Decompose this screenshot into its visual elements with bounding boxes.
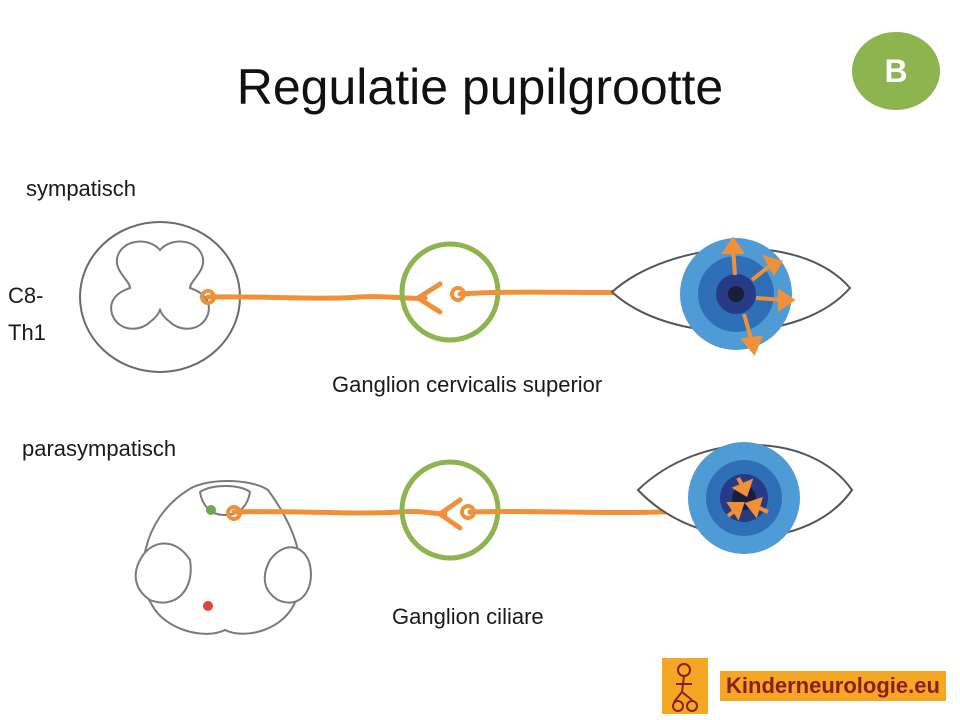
section-badge: B bbox=[852, 32, 940, 110]
logo-figure-icon bbox=[662, 658, 708, 714]
spinal-level-label-bottom: Th1 bbox=[8, 320, 46, 345]
site-logo[interactable]: Kinderneurologie.eu bbox=[662, 658, 946, 714]
spinal-level-label-top: C8- bbox=[8, 283, 44, 308]
parasympathetic-label: parasympatisch bbox=[22, 436, 177, 461]
eye-dilated bbox=[610, 238, 852, 350]
postganglionic-origin-marker bbox=[450, 286, 466, 302]
red-nucleus-marker bbox=[203, 601, 213, 611]
sympathetic-pathway bbox=[205, 294, 428, 301]
para-preganglionic-origin-marker bbox=[226, 505, 242, 521]
para-postganglionic-origin-marker bbox=[460, 504, 476, 520]
synapse-terminal bbox=[413, 281, 443, 315]
para-synapse-terminal bbox=[435, 497, 463, 531]
parasympathetic-pathway bbox=[231, 508, 448, 517]
constriction-arrows bbox=[726, 476, 769, 521]
edinger-westphal-nucleus bbox=[206, 505, 216, 515]
eye-constricted bbox=[636, 442, 854, 554]
sympathetic-label: sympatisch bbox=[26, 176, 137, 201]
logo-text[interactable]: Kinderneurologie.eu bbox=[720, 671, 946, 701]
dilation-arrows bbox=[721, 236, 796, 356]
page-title: Regulatie pupilgrootte bbox=[236, 59, 724, 115]
ganglion-cervical-label: Ganglion cervicalis superior bbox=[332, 372, 603, 397]
ganglion-ciliary-label: Ganglion ciliare bbox=[392, 604, 544, 629]
preganglionic-origin-marker bbox=[200, 289, 216, 305]
spinal-cord-cross-section bbox=[79, 221, 241, 373]
brainstem-cross-section bbox=[134, 480, 312, 635]
